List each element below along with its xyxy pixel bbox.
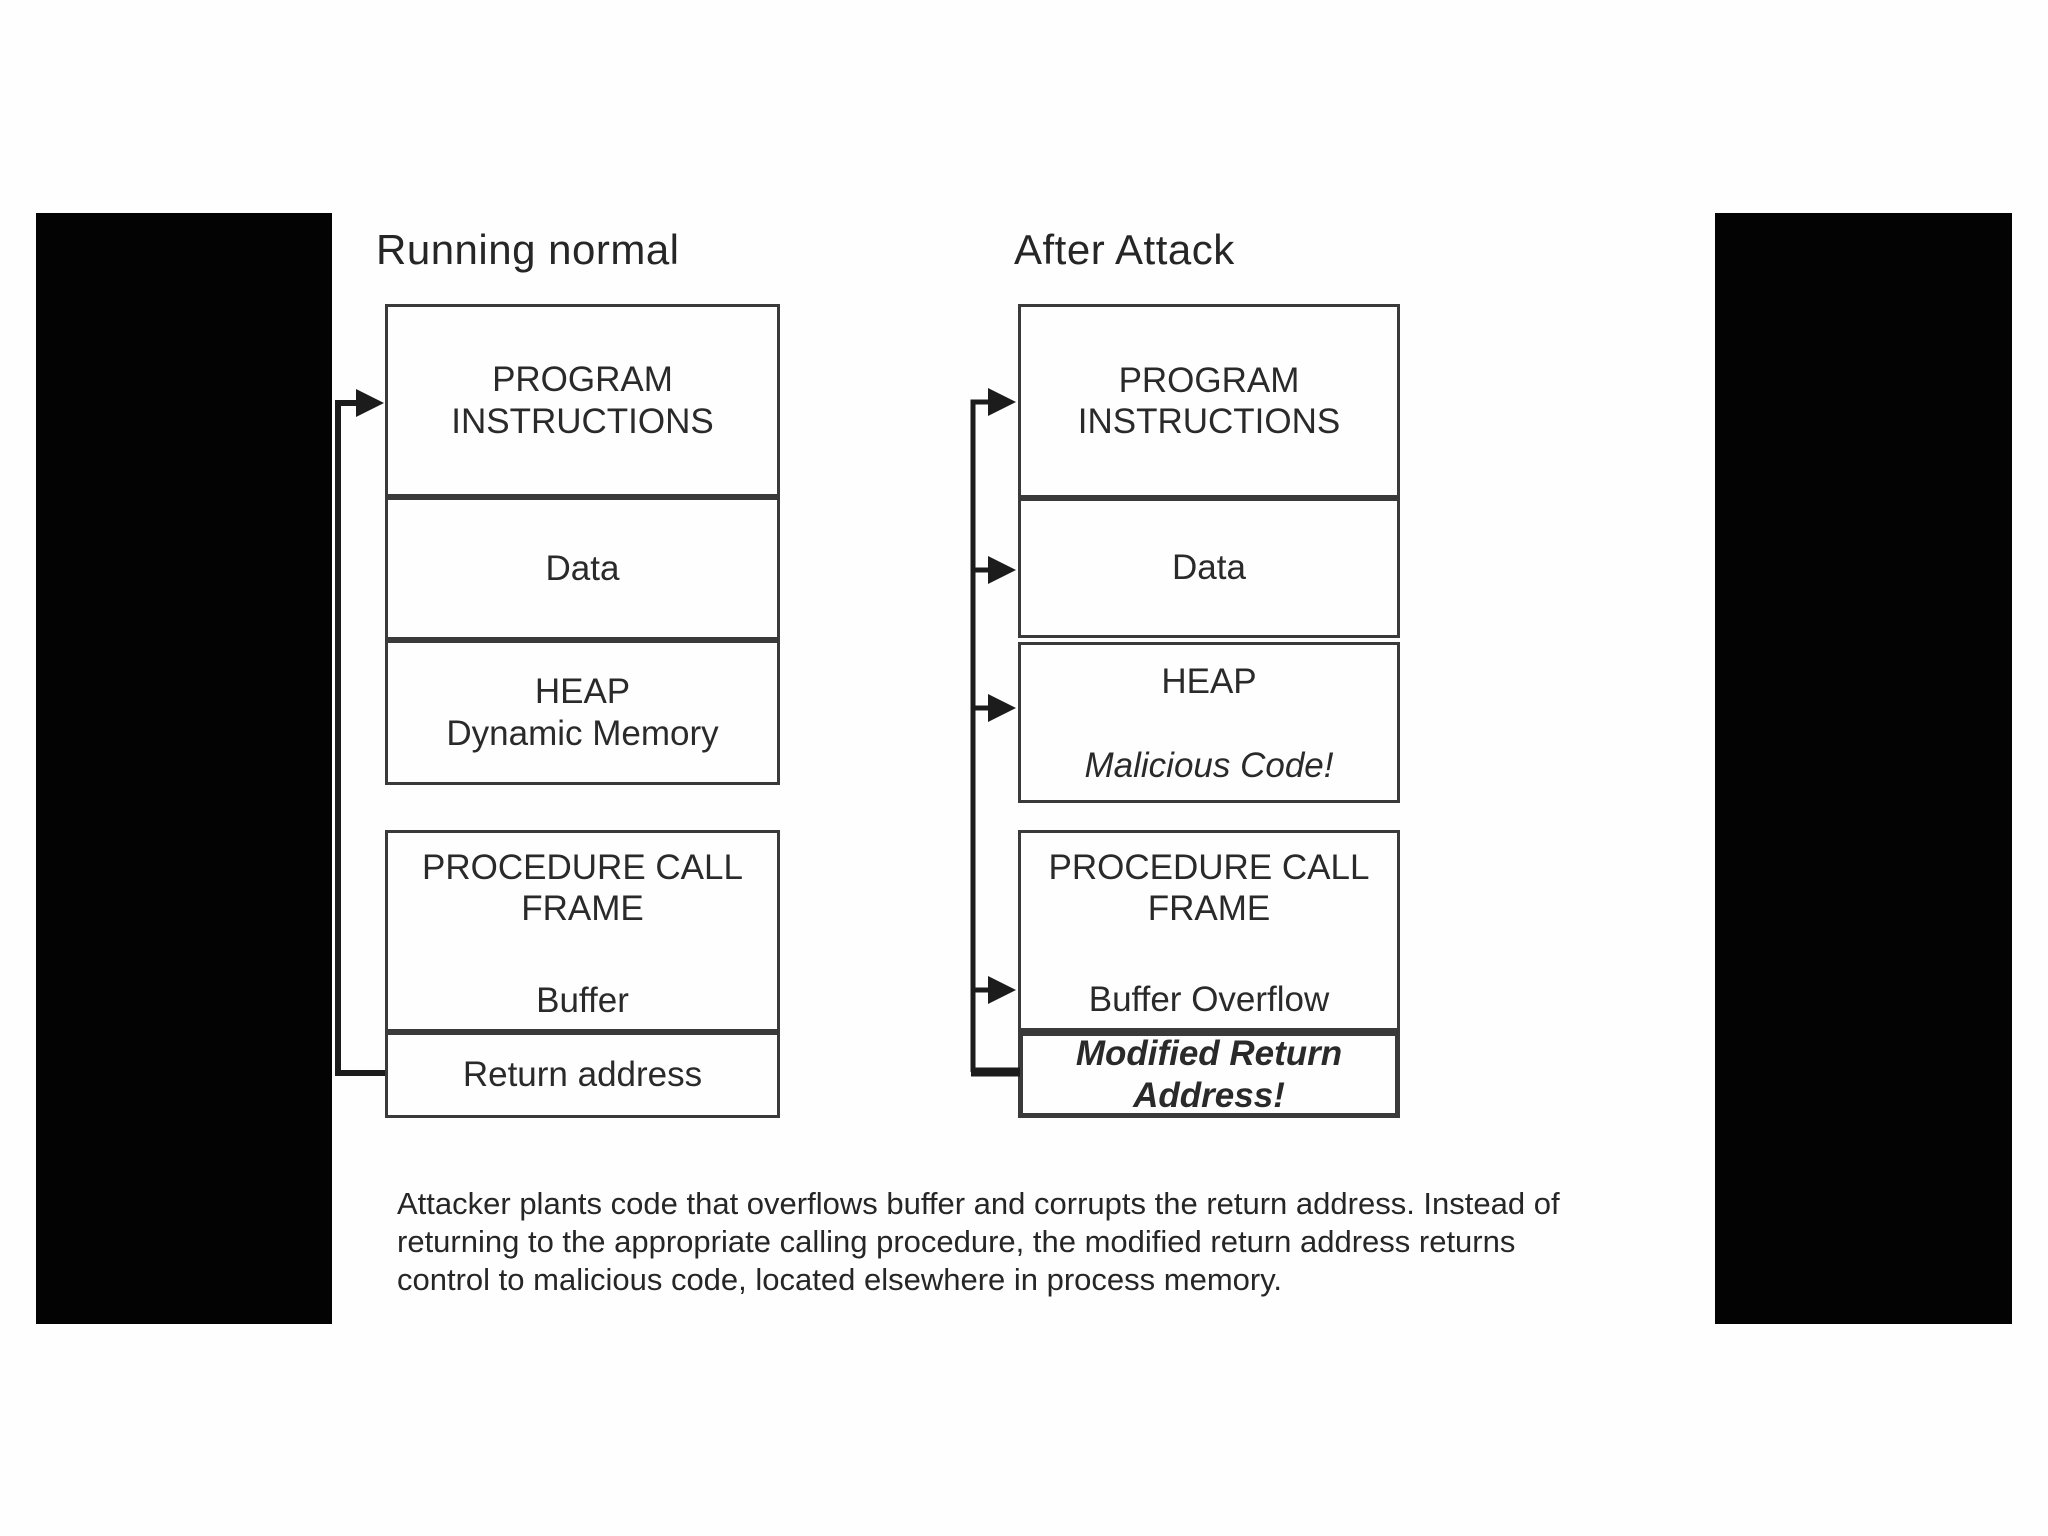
box-label-malicious-code: Malicious Code! [1084,745,1334,785]
normal-data-box: Data [385,497,780,640]
letterbox-left [36,213,332,1324]
box-label-modified-return: Modified Return [1075,1034,1343,1074]
box-label: PROGRAM [1118,360,1300,400]
box-label: HEAP [534,672,631,712]
box-label: PROCEDURE CALL [422,848,743,887]
caption-line: Attacker plants code that overflows buff… [397,1186,1560,1221]
attack-heap-box: HEAP Malicious Code! [1018,642,1400,803]
diagram-title-after-attack: After Attack [1014,226,1235,273]
normal-program-instructions-box: PROGRAM INSTRUCTIONS [385,304,780,497]
box-label: Buffer [536,980,629,1020]
normal-procedure-call-frame-box: PROCEDURE CALL FRAME Buffer [385,830,780,1032]
normal-return-address-box: Return address [385,1032,780,1118]
box-label: FRAME [1147,889,1271,929]
box-label: Data [1172,548,1246,588]
caption-line: returning to the appropriate calling pro… [397,1224,1516,1259]
arrowhead-icon [356,389,384,417]
attack-data-box: Data [1018,498,1400,638]
normal-flow-line [335,400,385,1076]
box-label: FRAME [521,889,644,929]
arrowhead-icon [988,556,1016,584]
attack-modified-return-address-box: Modified Return Address! [1018,1031,1400,1118]
arrowhead-icon [988,694,1016,722]
attack-procedure-call-frame-box: PROCEDURE CALL FRAME Buffer Overflow [1018,830,1400,1031]
box-label: HEAP [1161,662,1257,701]
attack-program-instructions-box: PROGRAM INSTRUCTIONS [1018,304,1400,498]
arrowhead-icon [988,388,1016,416]
caption-line: control to malicious code, located elsew… [397,1262,1283,1297]
attack-flow-line [970,399,1020,1077]
diagram-title-running-normal: Running normal [376,226,680,273]
box-label: Data [545,548,620,588]
box-label-buffer-overflow: Buffer Overflow [1088,979,1330,1019]
box-label: INSTRUCTIONS [1077,402,1341,441]
normal-heap-box: HEAP Dynamic Memory [385,640,780,785]
box-label: PROGRAM [492,360,673,400]
letterbox-right [1715,213,2012,1324]
box-label: Return address [462,1055,703,1095]
box-label-modified-return: Address! [1133,1075,1285,1115]
box-label: INSTRUCTIONS [451,401,714,441]
arrowhead-icon [988,976,1016,1004]
caption-text: Attacker plants code that overflows buff… [397,1185,1677,1299]
box-label: PROCEDURE CALL [1048,848,1370,887]
box-label: Dynamic Memory [446,713,719,753]
